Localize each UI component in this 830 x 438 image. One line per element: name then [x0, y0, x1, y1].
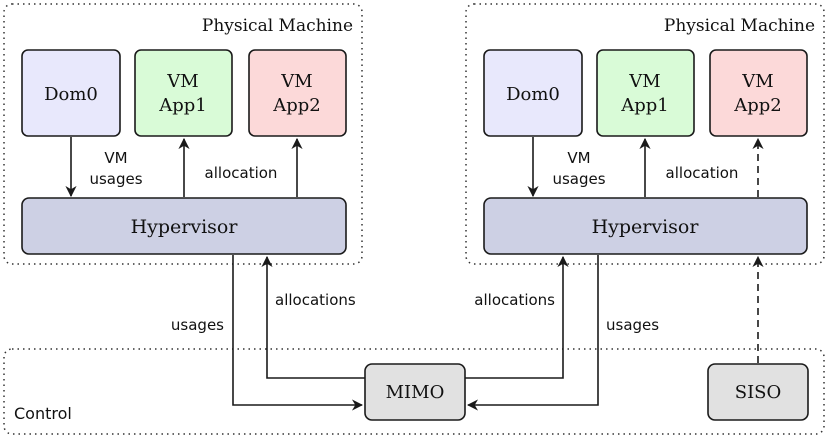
vm-usages-label-line2-right: usages	[552, 170, 605, 188]
vm-app1-box-right: VM App1	[596, 49, 695, 137]
allocations-link-left	[261, 255, 365, 379]
allocations-link-right	[465, 255, 569, 379]
hypervisor-box-left: Hypervisor	[21, 197, 347, 255]
physical-machine-frame-right	[465, 3, 825, 265]
dom0-box-left: Dom0	[21, 49, 121, 137]
physical-machine-title-right: Physical Machine	[664, 16, 815, 36]
vm-usages-label-line2-left: usages	[89, 170, 142, 188]
siso-box: SISO	[707, 363, 809, 421]
vm-app1-line2-right: App1	[620, 95, 669, 116]
allocation-label-left: allocation	[205, 164, 278, 182]
hypervisor-label-left: Hypervisor	[131, 216, 239, 238]
vm-app2-line2-right: App2	[733, 95, 782, 116]
hypervisor-label-right: Hypervisor	[592, 216, 700, 238]
usages-link-left	[232, 255, 364, 411]
dom0-label-left: Dom0	[44, 84, 98, 105]
allocation-label-right: allocation	[666, 164, 739, 182]
allocations-label-left: allocations	[275, 291, 356, 309]
vm-usages-label-line1-left: VM	[104, 149, 127, 167]
hypervisor-box-right: Hypervisor	[483, 197, 808, 255]
physical-machine-frame-left	[3, 3, 363, 265]
usages-link-right	[466, 255, 599, 411]
vm-app2-box-right: VM App2	[709, 49, 808, 137]
control-frame	[3, 348, 825, 435]
usages-label-right: usages	[606, 316, 659, 334]
vm-app2-line1-right: VM	[741, 71, 773, 92]
usages-label-left: usages	[171, 316, 224, 334]
vm-app1-line1-left: VM	[166, 71, 198, 92]
vm-app1-box-left: VM App1	[134, 49, 233, 137]
vm-app2-box-left: VM App2	[248, 49, 347, 137]
vm-app2-line2-left: App2	[272, 95, 321, 116]
vm-app1-line2-left: App1	[158, 95, 207, 116]
allocations-label-right: allocations	[474, 291, 555, 309]
vm-app2-line1-left: VM	[280, 71, 312, 92]
control-title: Control	[14, 404, 72, 423]
dom0-box-right: Dom0	[483, 49, 583, 137]
physical-machine-title-left: Physical Machine	[202, 16, 353, 36]
mimo-label: MIMO	[386, 382, 445, 403]
vm-usages-label-line1-right: VM	[567, 149, 590, 167]
mimo-box: MIMO	[364, 363, 466, 421]
siso-label: SISO	[735, 382, 782, 403]
dom0-label-right: Dom0	[506, 84, 560, 105]
vm-app1-line1-right: VM	[628, 71, 660, 92]
